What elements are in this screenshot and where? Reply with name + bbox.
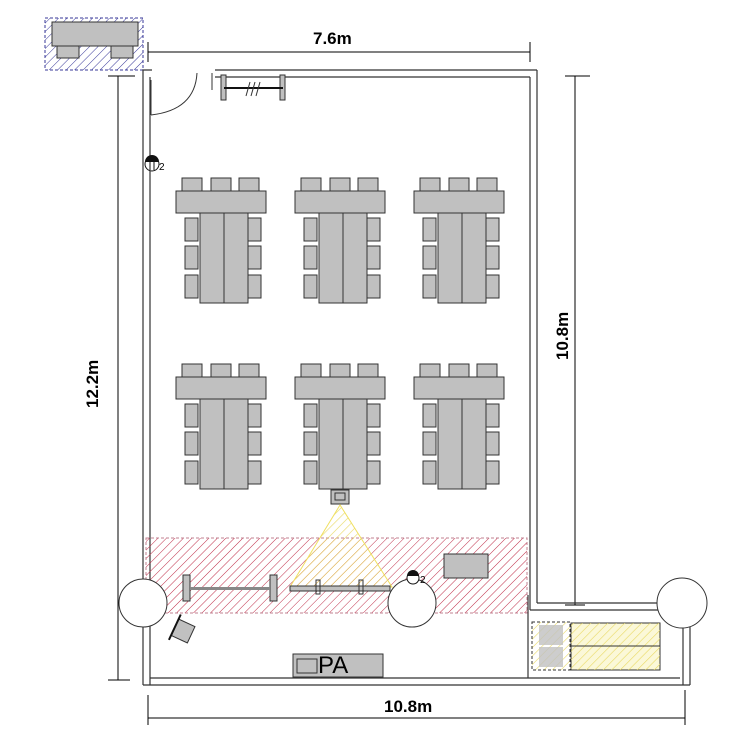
door[interactable] bbox=[150, 72, 213, 116]
truss bbox=[182, 574, 278, 602]
column bbox=[387, 578, 437, 628]
bottom-width-label: 10.8m bbox=[384, 697, 433, 716]
backstage-storage bbox=[531, 621, 661, 671]
table-group bbox=[175, 177, 267, 304]
coat-rack bbox=[220, 74, 286, 101]
screen bbox=[289, 579, 391, 595]
outlet-count: 2 bbox=[420, 575, 426, 586]
column bbox=[656, 577, 708, 629]
dimension-lines bbox=[108, 42, 686, 725]
outlet-icon bbox=[406, 570, 420, 585]
top-width-label: 7.6m bbox=[313, 29, 352, 48]
left-height-label: 12.2m bbox=[83, 359, 102, 408]
mixer-table bbox=[443, 553, 489, 579]
table-group bbox=[413, 363, 505, 490]
column bbox=[118, 578, 168, 628]
table-group bbox=[175, 363, 267, 490]
walls bbox=[142, 69, 691, 686]
table-group bbox=[413, 177, 505, 304]
outlet-icon bbox=[144, 155, 160, 172]
right-height-label: 10.8m bbox=[553, 311, 572, 360]
storage-area bbox=[44, 17, 144, 71]
outlet-count: 2 bbox=[159, 162, 165, 173]
pa-label: PA bbox=[318, 652, 349, 679]
chair bbox=[168, 614, 196, 644]
table-group bbox=[294, 177, 386, 304]
table-group bbox=[294, 363, 386, 490]
